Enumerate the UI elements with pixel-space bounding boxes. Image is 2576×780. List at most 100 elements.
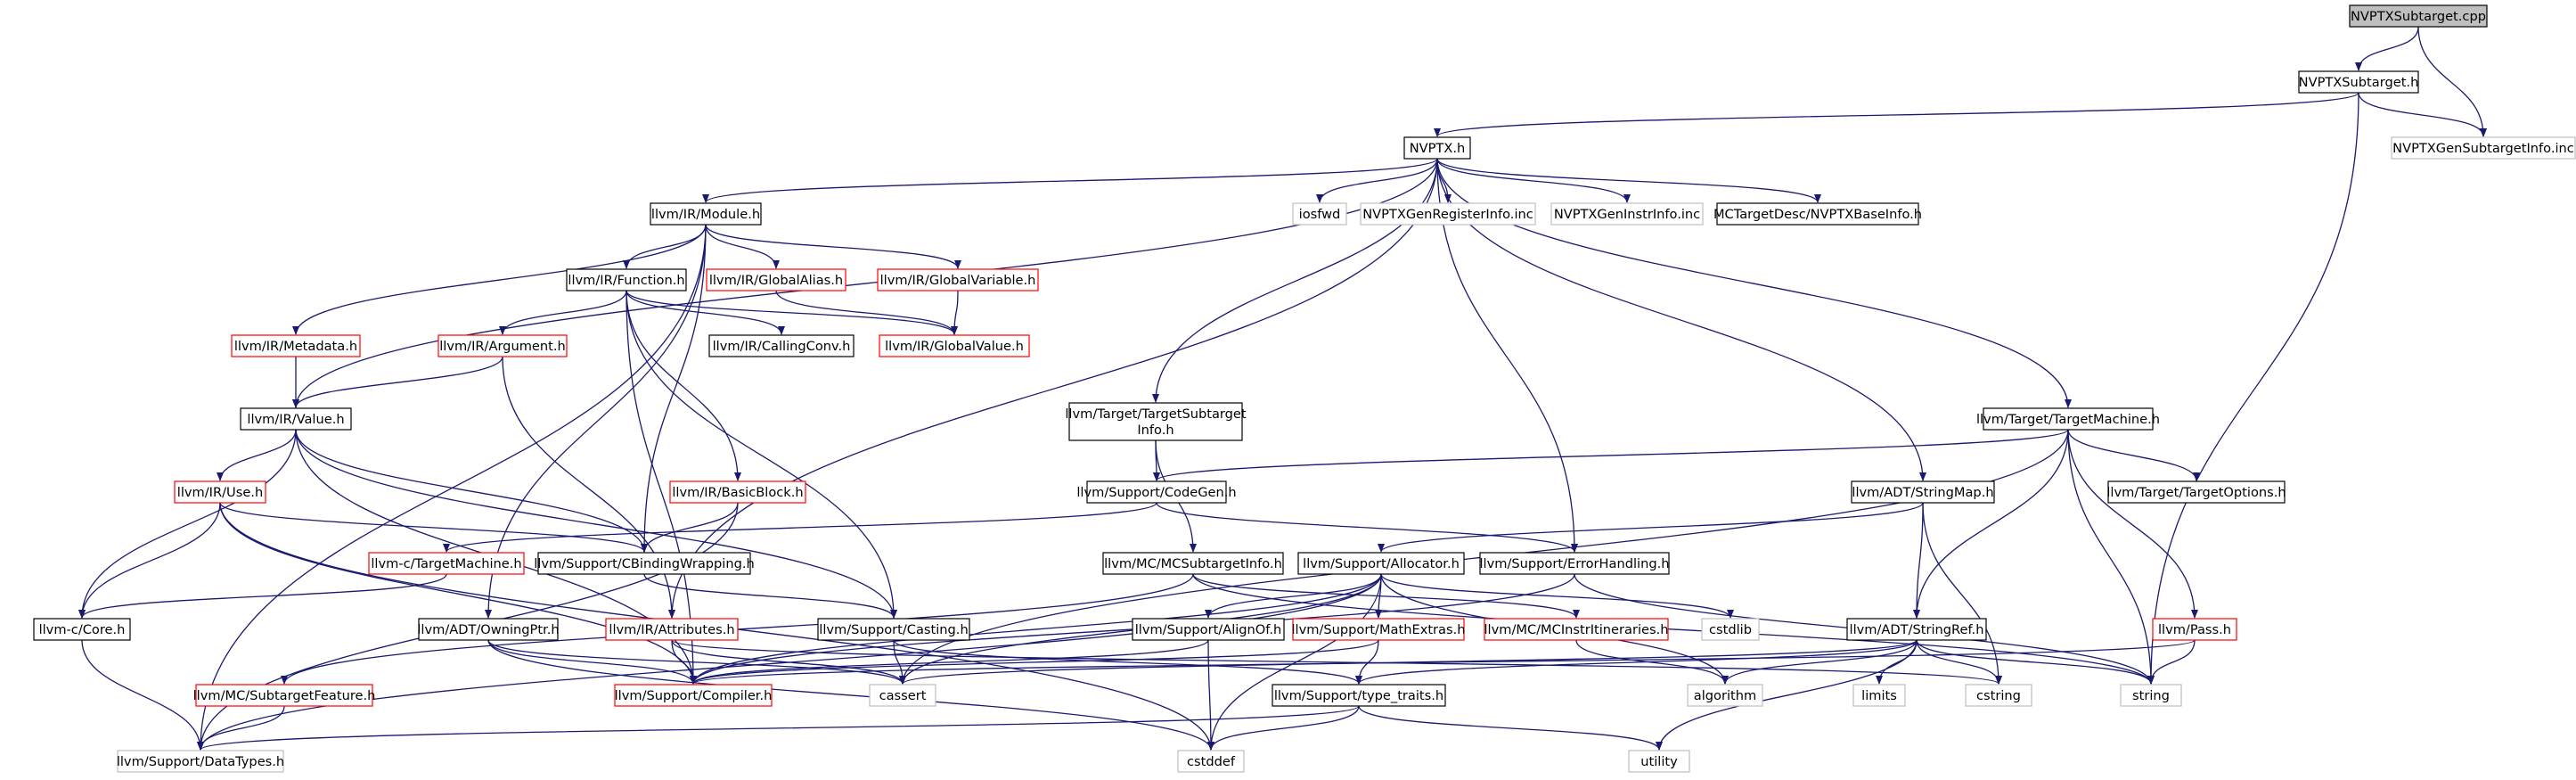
node-nvptxgenregisterinfo-inc[interactable]: NVPTXGenRegisterInfo.inc xyxy=(1360,202,1536,226)
node-algorithm[interactable]: algorithm xyxy=(1687,684,1763,707)
node-llvm-adt-stringmap-h[interactable]: llvm/ADT/StringMap.h xyxy=(1851,480,1995,504)
edge-n24-n29 xyxy=(78,573,447,619)
node-llvm-support-type-traits-h[interactable]: llvm/Support/type_traits.h xyxy=(1272,684,1446,707)
node-label: MCTargetDesc/NVPTXBaseInfo.h xyxy=(1713,207,1922,222)
edge-n3-n7 xyxy=(1436,158,1631,203)
edge-n10-n15 xyxy=(775,290,958,335)
node-cstddef[interactable]: cstddef xyxy=(1177,750,1245,773)
node-label: NVPTXGenRegisterInfo.inc xyxy=(1362,207,1533,222)
node-utility[interactable]: utility xyxy=(1628,750,1690,773)
node-nvptxsubtarget-h[interactable]: NVPTXSubtarget.h xyxy=(2298,70,2419,94)
node-llvm-target-targetoptions-h[interactable]: llvm/Target/TargetOptions.h xyxy=(2106,480,2286,504)
node-label: llvm/IR/Use.h xyxy=(177,485,263,500)
node-cstdlib[interactable]: cstdlib xyxy=(1701,618,1760,641)
node-label: cstdlib xyxy=(1709,622,1752,637)
edge-n26-n45 xyxy=(1192,573,2155,685)
edge-n31-n44 xyxy=(671,639,2002,685)
node-label: iosfwd xyxy=(1299,207,1341,222)
node-box xyxy=(879,334,1030,357)
edge-n37-n49 xyxy=(1656,639,1918,751)
node-llvm-ir-globalvalue-h[interactable]: llvm/IR/GlobalValue.h xyxy=(879,334,1030,357)
node-llvm-ir-use-h[interactable]: llvm/IR/Use.h xyxy=(174,480,266,504)
node-label: llvm/IR/Argument.h xyxy=(439,339,566,354)
node-llvm-ir-globalalias-h[interactable]: llvm/IR/GlobalAlias.h xyxy=(706,268,846,291)
node-label: utility xyxy=(1640,754,1678,769)
node-box xyxy=(566,268,687,291)
node-llvm-ir-function-h[interactable]: llvm/IR/Function.h xyxy=(566,268,687,291)
edge-n19-n40 xyxy=(219,502,697,685)
node-nvptxgeninstrinfo-inc[interactable]: NVPTXGenInstrInfo.inc xyxy=(1550,202,1704,226)
node-llvm-ir-argument-h[interactable]: llvm/IR/Argument.h xyxy=(438,334,568,357)
node-llvm-pass-h[interactable]: llvm/Pass.h xyxy=(2152,618,2237,641)
node-cstring[interactable]: cstring xyxy=(1965,684,2032,707)
node-llvm-ir-basicblock-h[interactable]: llvm/IR/BasicBlock.h xyxy=(669,480,806,504)
edge-n22-n37 xyxy=(1913,502,1924,619)
node-label: cstddef xyxy=(1187,754,1236,769)
node-llvm-ir-globalvariable-h[interactable]: llvm/IR/GlobalVariable.h xyxy=(877,268,1039,291)
node-box xyxy=(537,552,751,575)
node-llvm-ir-callingconv-h[interactable]: llvm/IR/CallingConv.h xyxy=(708,334,855,357)
node-box xyxy=(1983,407,2154,431)
node-llvm-ir-attributes-h[interactable]: llvm/IR/Attributes.h xyxy=(605,618,739,641)
edge-n3-n5 xyxy=(1316,158,1438,203)
node-nvptx-h[interactable]: NVPTX.h xyxy=(1403,136,1471,160)
node-label: llvm/IR/GlobalAlias.h xyxy=(709,273,843,288)
edge-n0-n2 xyxy=(2417,26,2487,137)
edge-n1-n45 xyxy=(2147,92,2359,685)
node-label: llvm/MC/SubtargetFeature.h xyxy=(193,688,376,703)
node-label: llvm-c/TargetMachine.h xyxy=(371,556,521,571)
node-box xyxy=(708,334,855,357)
node-llvm-ir-metadata-h[interactable]: llvm/IR/Metadata.h xyxy=(231,334,361,357)
edge-n4-n25 xyxy=(641,224,707,553)
node-llvm-support-casting-h[interactable]: llvm/Support/Casting.h xyxy=(817,618,970,641)
node-box xyxy=(1272,684,1446,707)
node-llvm-support-datatypes-h[interactable]: llvm/Support/DataTypes.h xyxy=(117,750,284,773)
edge-n3-n8 xyxy=(1436,158,1821,203)
node-llvm-adt-stringref-h[interactable]: llvm/ADT/StringRef.h xyxy=(1846,618,1987,641)
node-llvm-support-codegen-h[interactable]: llvm/Support/CodeGen.h xyxy=(1076,480,1237,504)
node-string[interactable]: string xyxy=(2120,684,2182,707)
node-llvm-support-compiler-h[interactable]: llvm/Support/Compiler.h xyxy=(614,684,773,707)
edge-n9-n14 xyxy=(626,290,785,335)
node-llvm-c-core-h[interactable]: llvm-c/Core.h xyxy=(33,618,131,641)
node-llvm-support-mathextras-h[interactable]: llvm/Support/MathExtras.h xyxy=(1291,618,1466,641)
node-label: llvm/IR/BasicBlock.h xyxy=(672,485,803,500)
node-box xyxy=(1297,552,1465,575)
node-llvm-ir-module-h[interactable]: llvm/IR/Module.h xyxy=(650,202,762,226)
node-box xyxy=(869,684,936,707)
node-iosfwd[interactable]: iosfwd xyxy=(1292,202,1347,226)
node-cassert[interactable]: cassert xyxy=(869,684,936,707)
node-limits[interactable]: limits xyxy=(1852,684,1906,707)
node-llvm-ir-value-h[interactable]: llvm/IR/Value.h xyxy=(240,407,352,431)
node-box xyxy=(33,618,131,641)
edge-n13-n16 xyxy=(292,356,503,408)
node-label: llvm/Support/AlignOf.h xyxy=(1135,622,1282,637)
node-mctargetdesc-nvptxbaseinfo-h[interactable]: MCTargetDesc/NVPTXBaseInfo.h xyxy=(1713,202,1922,226)
node-box xyxy=(1852,684,1906,707)
node-llvm-mc-subtargetfeature-h[interactable]: llvm/MC/SubtargetFeature.h xyxy=(193,684,376,707)
node-llvm-support-errorhandling-h[interactable]: llvm/Support/ErrorHandling.h xyxy=(1479,552,1670,575)
edge-n38-n40 xyxy=(690,639,2196,685)
node-llvm-target-targetmachine-h[interactable]: llvm/Target/TargetMachine.h xyxy=(1976,407,2160,431)
node-llvm-mc-mcinstritineraries-h[interactable]: llvm/MC/MCInstrItineraries.h xyxy=(1484,618,1669,641)
node-llvm-support-allocator-h[interactable]: llvm/Support/Allocator.h xyxy=(1297,552,1465,575)
edge-n4-n30 xyxy=(485,224,707,619)
node-llvm-mc-mcsubtargetinfo-h[interactable]: llvm/MC/MCSubtargetInfo.h xyxy=(1102,552,1284,575)
edge-n32-n41 xyxy=(893,639,906,685)
node-nvptxgensubtargetinfo-inc[interactable]: NVPTXGenSubtargetInfo.inc xyxy=(2391,136,2576,160)
node-label: NVPTXGenSubtargetInfo.inc xyxy=(2392,141,2574,156)
node-box xyxy=(1479,552,1670,575)
node-label: string xyxy=(2132,688,2170,703)
node-box xyxy=(877,268,1039,291)
node-llvm-support-alignof-h[interactable]: llvm/Support/AlignOf.h xyxy=(1132,618,1285,641)
edge-n18-n38 xyxy=(2067,429,2198,619)
node-llvm-support-cbindingwrapping-h[interactable]: llvm/Support/CBindingWrapping.h xyxy=(534,552,755,575)
node-box xyxy=(240,407,352,431)
node-box xyxy=(614,684,773,707)
node-label: llvm/ADT/StringMap.h xyxy=(1852,485,1993,500)
node-llvm-adt-owningptr-h[interactable]: llvm/ADT/OwningPtr.h xyxy=(417,618,560,641)
node-llvm-c-targetmachine-h[interactable]: llvm-c/TargetMachine.h xyxy=(368,552,525,575)
node-box xyxy=(1360,202,1536,226)
